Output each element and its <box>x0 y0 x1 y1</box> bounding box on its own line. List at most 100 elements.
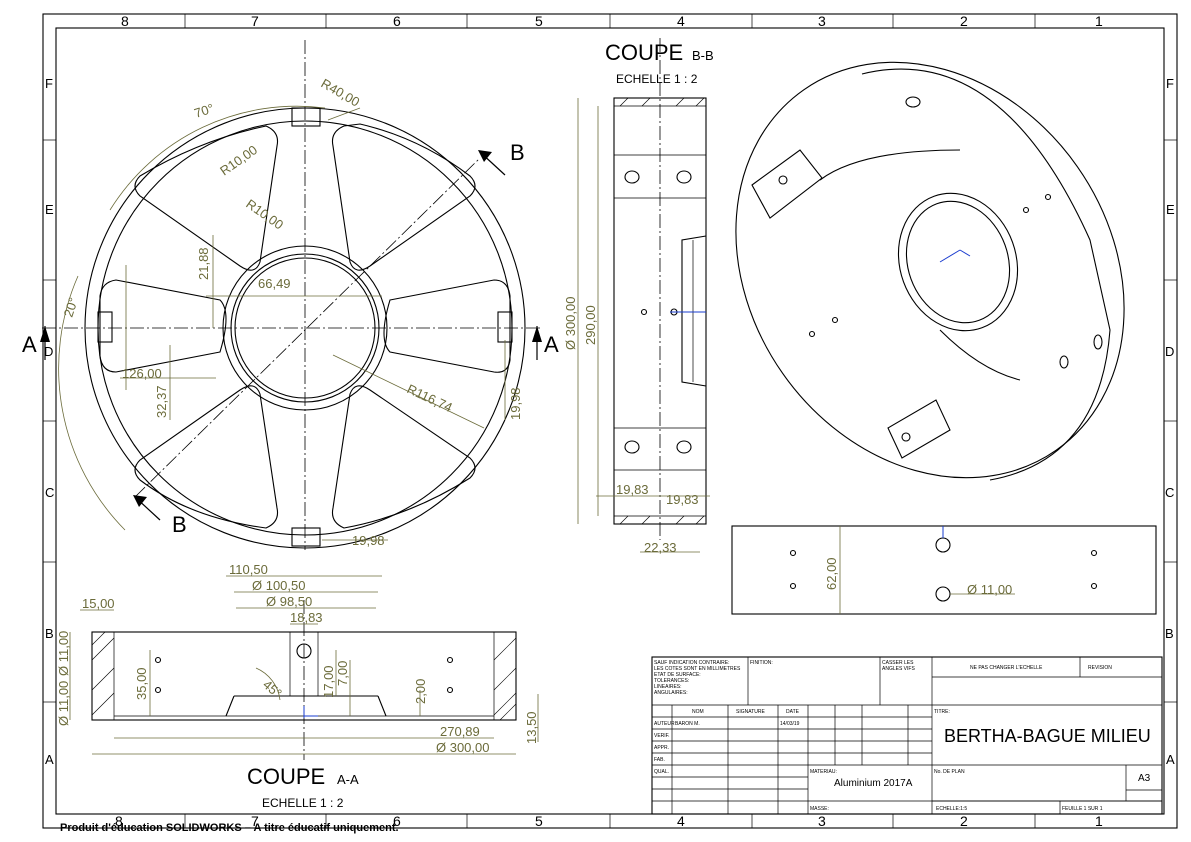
section-bb-view <box>577 38 710 553</box>
tb-note-4: TOLERANCES: <box>654 678 689 684</box>
dim-66-49: 66,49 <box>258 276 291 291</box>
inner-border <box>55 27 1165 815</box>
dim-15: 15,00 <box>82 596 115 611</box>
dim-angle-20: 20° <box>61 296 81 319</box>
dim-21-88: 21,88 <box>196 247 211 280</box>
section-aa-title: COUPE <box>247 764 325 789</box>
dim-35: 35,00 <box>134 667 149 700</box>
row-label-right-E: E <box>1166 202 1175 217</box>
tb-note-6: ANGULAIRES: <box>654 690 688 696</box>
dim-dia-98-50: Ø 98,50 <box>266 594 312 609</box>
tb-feuille: FEUILLE 1 SUR 1 <box>1062 806 1103 812</box>
row-label-left-A: A <box>45 752 54 767</box>
col-label-top-6: 6 <box>393 13 401 29</box>
row-label-left-E: E <box>45 202 54 217</box>
section-marker-a-left: A <box>22 332 37 357</box>
tb-note-2: LES COTES SONT EN MILLIMETRES <box>654 666 741 672</box>
dim-19-83-right: 19,83 <box>666 492 699 507</box>
row-label-right-A: A <box>1166 752 1175 767</box>
tb-row-qual: QUAL. <box>654 769 669 775</box>
dim-17: 17,00 <box>321 665 336 698</box>
tb-echelle: ECHELLE:1:5 <box>936 806 967 812</box>
dim-126: 126,00 <box>122 366 162 381</box>
tb-casser-1: CASSER LES <box>882 660 914 666</box>
tb-row-auteur: AUTEUR <box>654 721 675 727</box>
row-label-right-B: B <box>1165 626 1174 641</box>
tb-plan-label: No. DE PLAN <box>934 769 965 775</box>
dim-dia-100-50: Ø 100,50 <box>252 578 306 593</box>
dim-dia-300-section: Ø 300,00 <box>436 740 490 755</box>
front-view <box>42 40 540 550</box>
dim-7: 7,00 <box>335 661 350 686</box>
bottom-view <box>731 525 1157 615</box>
col-label-top-8: 8 <box>121 13 129 29</box>
isometric-view <box>735 61 1125 481</box>
tb-author-name: BARON M. <box>675 721 700 727</box>
row-label-left-D: D <box>44 344 53 359</box>
col-label-bottom-8: 8 <box>115 813 123 829</box>
col-label-bottom-1: 1 <box>1095 813 1103 829</box>
col-label-top-4: 4 <box>677 13 685 29</box>
tb-finition: FINITION: <box>750 660 773 666</box>
dim-19-83-left: 19,83 <box>616 482 649 497</box>
tb-casser-2: ANGLES VIFS <box>882 666 915 672</box>
dim-dia-11-bottom: Ø 11,00 <box>967 582 1012 597</box>
dim-r40: R40,00 <box>319 76 363 110</box>
tb-revision: REVISION <box>1088 665 1112 671</box>
dim-18-83: 18,83 <box>290 610 323 625</box>
dim-dia-11-upper: Ø 11,00 <box>56 631 71 676</box>
tb-author-date: 14/03/19 <box>780 721 800 727</box>
section-bb-title: COUPE <box>605 40 683 65</box>
title-block <box>651 656 1163 815</box>
row-label-right-D: D <box>1165 344 1174 359</box>
dim-62: 62,00 <box>824 557 839 590</box>
tb-note-3: ETAT DE SURFACE: <box>654 672 701 678</box>
dim-19-98-right: 19,98 <box>508 387 523 420</box>
dim-angle-45: 45° <box>260 677 285 701</box>
tb-no-scale: NE PAS CHANGER L'ECHELLE <box>970 665 1043 671</box>
col-label-bottom-3: 3 <box>818 813 826 829</box>
section-marker-b-bottom: B <box>172 512 187 537</box>
zone-ticks <box>43 14 1177 828</box>
dim-dia-11-lower: Ø 11,00 <box>56 681 71 726</box>
section-bb-suffix: B-B <box>692 48 714 63</box>
dim-r116-74: R116,74 <box>405 381 455 415</box>
dim-19-98-bottom: 19,98 <box>352 533 385 548</box>
col-label-bottom-7: 7 <box>251 813 259 829</box>
tb-col-date: DATE <box>786 709 800 715</box>
tb-masse-label: MASSE: <box>810 806 829 812</box>
dim-110-50: 110,50 <box>229 562 268 577</box>
tb-col-nom: NOM <box>692 709 704 715</box>
col-label-top-5: 5 <box>535 13 543 29</box>
row-label-right-F: F <box>1166 76 1174 91</box>
dim-dia-300-side: Ø 300,00 <box>563 297 578 351</box>
dim-22-33: 22,33 <box>644 540 677 555</box>
col-label-bottom-6: 6 <box>393 813 401 829</box>
tb-format: A3 <box>1138 773 1151 784</box>
tb-note-5: LINEAIRES: <box>654 684 682 690</box>
dim-270-89: 270,89 <box>440 724 480 739</box>
section-aa-view <box>69 575 539 760</box>
col-label-bottom-4: 4 <box>677 813 685 829</box>
dim-angle-70: 70° <box>192 101 215 121</box>
dim-2: 2,00 <box>413 679 428 704</box>
tb-note-1: SAUF INDICATION CONTRAIRE: <box>654 660 729 666</box>
tb-materiau-label: MATERIAU: <box>810 769 837 775</box>
col-label-top-3: 3 <box>818 13 826 29</box>
tb-material: Aluminium 2017A <box>834 778 913 789</box>
tb-titre-label: TITRE: <box>934 709 950 715</box>
row-label-left-F: F <box>45 76 53 91</box>
section-aa-scale: ECHELLE 1 : 2 <box>262 796 344 810</box>
section-marker-a-right: A <box>544 332 559 357</box>
row-label-left-B: B <box>45 626 54 641</box>
drawing-title: BERTHA-BAGUE MILIEU <box>944 726 1151 746</box>
col-label-top-1: 1 <box>1095 13 1103 29</box>
dim-290: 290,00 <box>583 305 598 345</box>
section-markers <box>40 150 542 521</box>
tb-row-verif: VERIF. <box>654 733 670 739</box>
section-bb-scale: ECHELLE 1 : 2 <box>616 72 698 86</box>
tb-row-fab: FAB. <box>654 757 665 763</box>
section-marker-b-top: B <box>510 140 525 165</box>
tb-row-appr: APPR. <box>654 745 669 751</box>
